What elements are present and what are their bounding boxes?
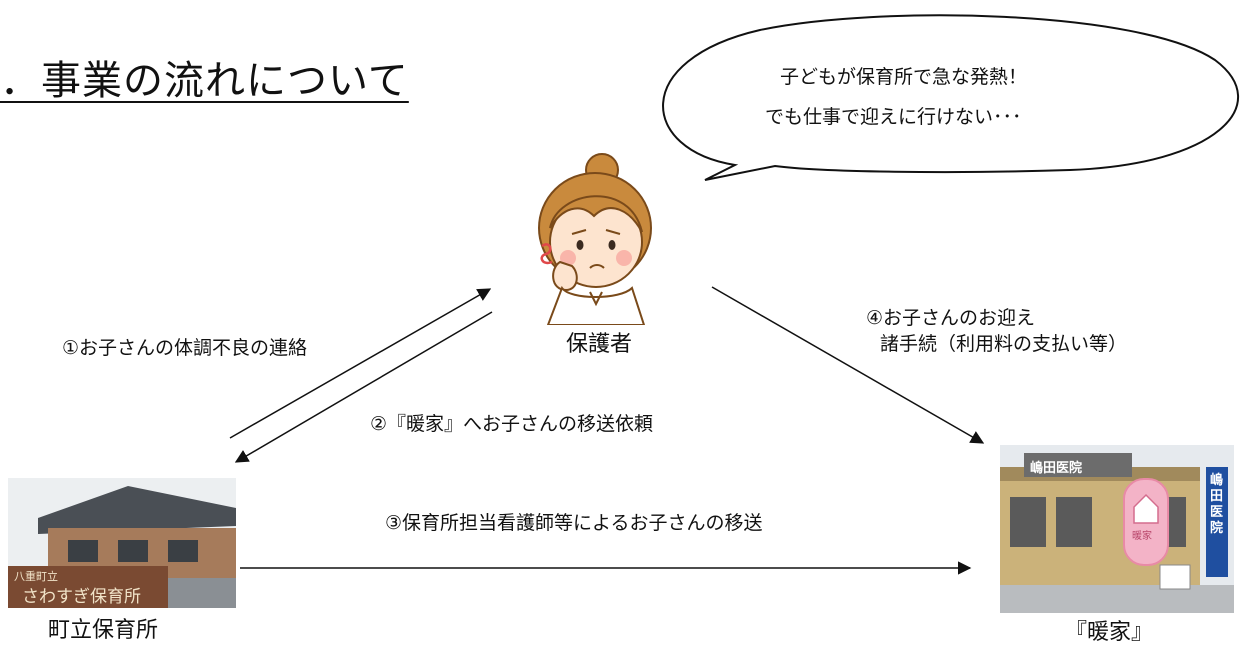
arrow-step2: [234, 311, 493, 463]
step1-label: ①お子さんの体調不良の連絡: [62, 337, 308, 359]
page-title: ．事業の流れについて: [0, 58, 409, 104]
step4-label-line1: ④お子さんのお迎え: [866, 307, 1036, 329]
nursery-photo: 八重町立 さわすぎ保育所: [8, 478, 236, 608]
speech-bubble-outline: [662, 14, 1239, 181]
step3-label: ③保育所担当看護師等によるお子さんの移送: [385, 512, 763, 534]
clinic-photo: 嶋田医院 嶋田医院 暖家: [1000, 445, 1234, 613]
clinic-sign-vertical: 嶋田医院: [1210, 473, 1224, 536]
speech-line-2: でも仕事で迎えに行けない･･･: [765, 106, 1022, 128]
worried-woman-icon: [538, 153, 652, 325]
step2-label: ②『暖家』へお子さんの移送依頼: [370, 413, 654, 435]
step4-label-line2: 諸手続（利用料の支払い等）: [880, 333, 1128, 355]
parent-label: 保護者: [566, 332, 633, 357]
arrow-step4: [711, 286, 985, 444]
nursery-sign-line1: 八重町立: [14, 570, 58, 583]
speech-line-1: 子どもが保育所で急な発熱！: [780, 66, 1028, 88]
clinic-board-text: 暖家: [1132, 531, 1152, 542]
nursery-sign-line2: さわすぎ保育所: [22, 587, 141, 607]
arrow-step1: [229, 288, 492, 439]
nursery-label: 町立保育所: [48, 618, 159, 643]
clinic-label: 『暖家』: [1065, 620, 1154, 645]
clinic-sign-top: 嶋田医院: [1030, 461, 1083, 476]
